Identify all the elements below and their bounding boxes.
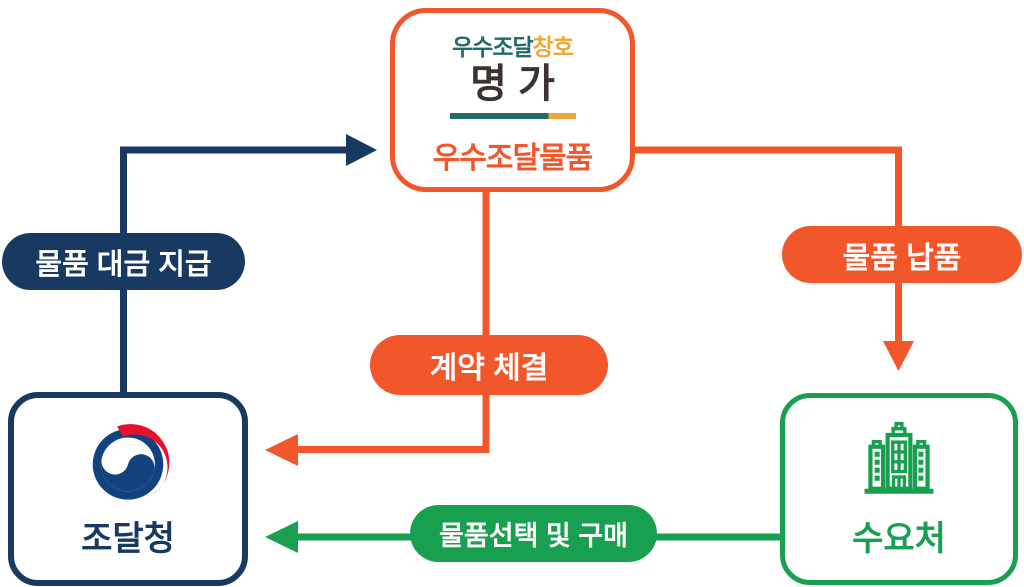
badge-payment: 물품 대금 지급 — [2, 233, 245, 290]
arrow-payment-line — [120, 146, 346, 392]
vendor-brand-suffix: 창호 — [532, 34, 574, 60]
building-icon — [864, 421, 934, 494]
vendor-brand-line: 우수조달창호 — [452, 28, 574, 62]
vendor-logo-underline — [449, 113, 576, 119]
badge-contract: 계약 체결 — [370, 335, 608, 395]
vendor-product-label: 우수조달물품 — [432, 142, 594, 175]
demand-label: 수요처 — [852, 519, 946, 558]
korea-gov-taegeuk-icon — [92, 423, 170, 500]
arrow-contract-head-icon — [265, 434, 298, 466]
vendor-brand-name: 명가 — [470, 62, 567, 106]
pps-box: 조달청 — [8, 392, 248, 586]
vendor-box: 우수조달창호 명가 우수조달물품 — [390, 8, 635, 192]
pps-label: 조달청 — [81, 519, 175, 558]
arrow-selection-head-icon — [265, 521, 298, 553]
demand-box: 수요처 — [780, 393, 1018, 585]
arrow-contract-line — [298, 190, 490, 453]
arrow-payment-head-icon — [346, 134, 377, 166]
badge-selection: 물품선택 및 구매 — [410, 505, 657, 562]
arrow-delivery-head-icon — [883, 341, 914, 371]
vendor-brand-prefix: 우수조달 — [452, 34, 534, 60]
badge-delivery: 물품 납품 — [782, 226, 1022, 283]
